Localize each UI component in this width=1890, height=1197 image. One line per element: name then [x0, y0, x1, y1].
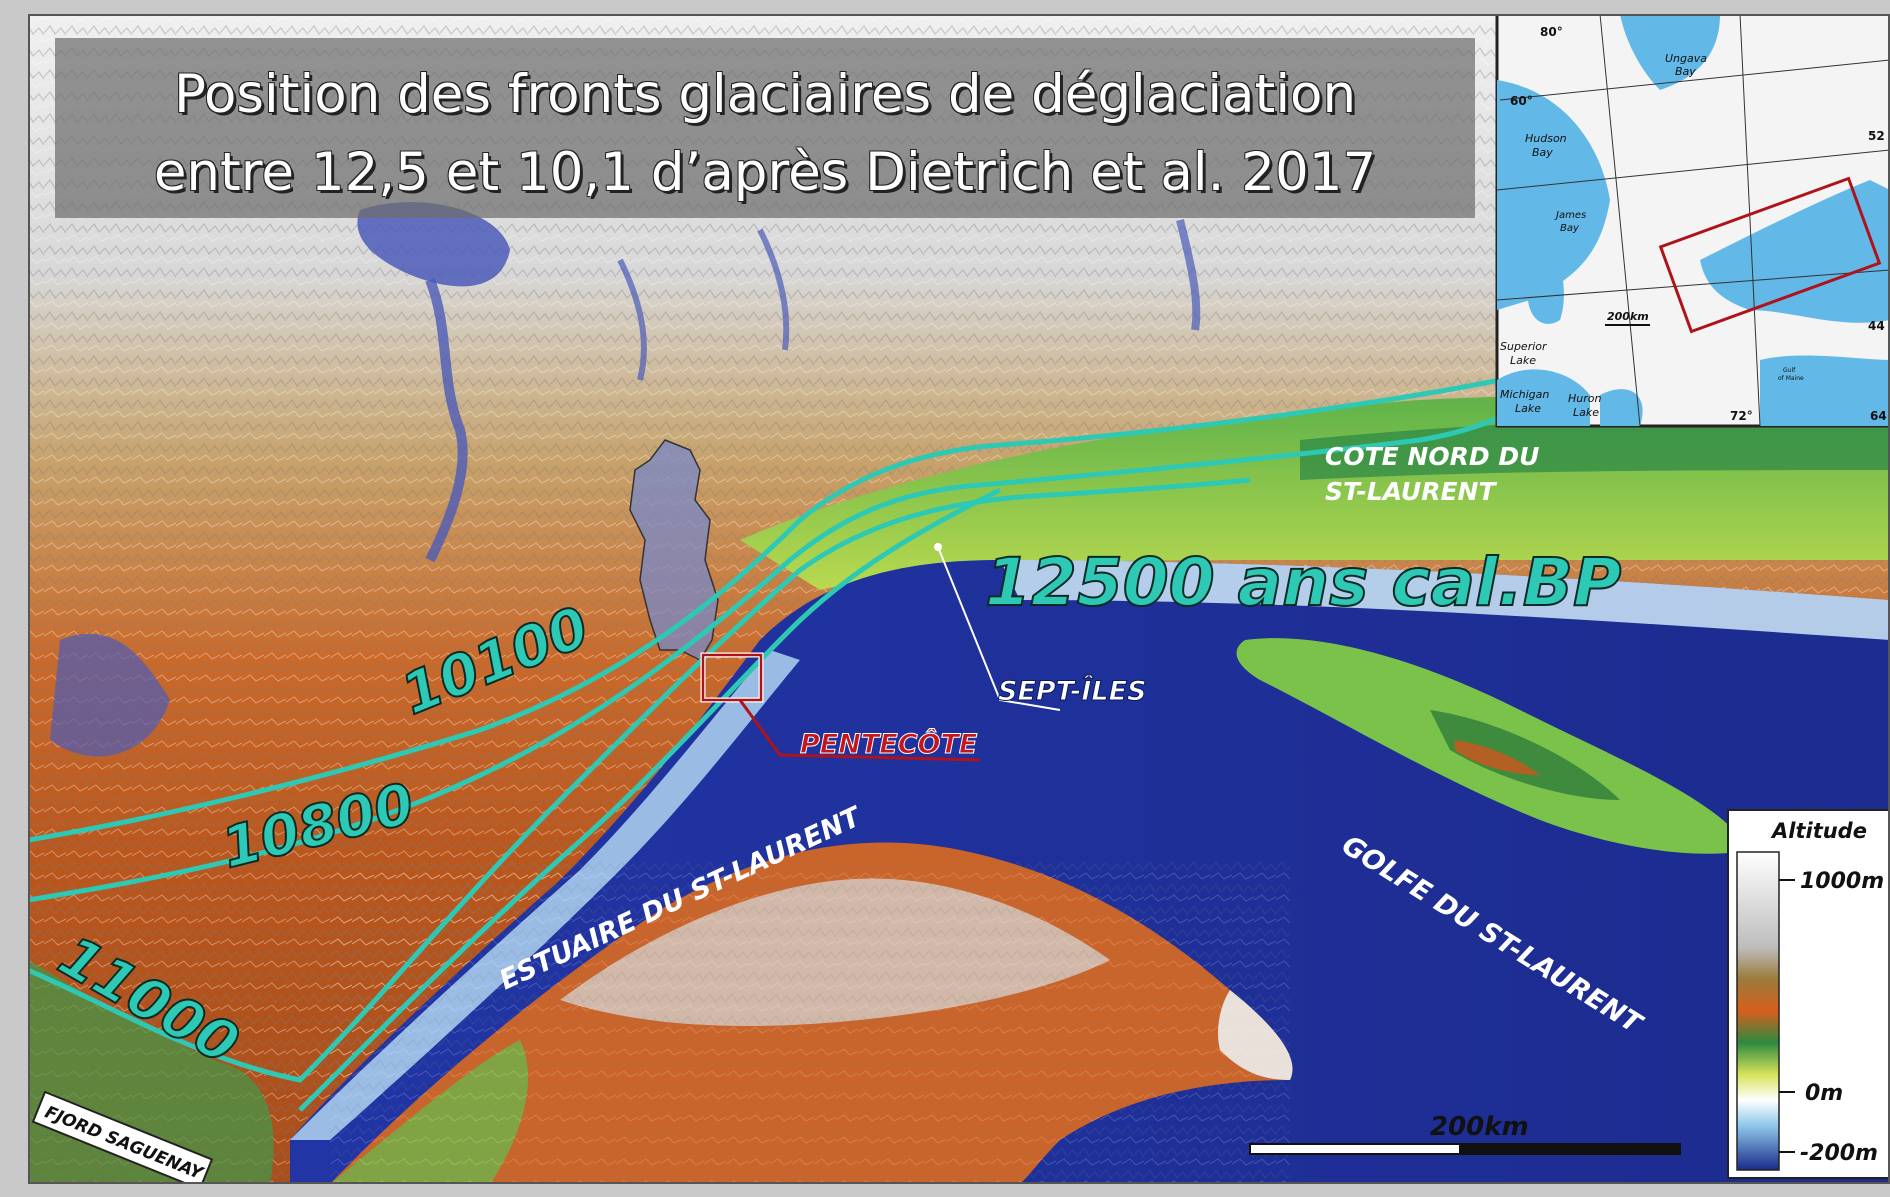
inset-lat44: 44	[1868, 319, 1885, 333]
inset-superior-1: Superior	[1500, 340, 1548, 353]
front-line-11000	[28, 477, 1251, 1083]
inset-huron-1: Huron	[1568, 392, 1601, 405]
title-box: Position des fronts glaciaires de déglac…	[55, 38, 1475, 218]
front-line-10800	[28, 392, 1542, 903]
inset-lon64: 64	[1870, 409, 1887, 423]
altitude-legend: Altitude 1000m 0m -200m	[1727, 809, 1890, 1179]
inset-map: 80° 60° 52 44 72° 64 Ungava Bay Hudson B…	[1495, 14, 1890, 428]
inset-gulf-maine-2: of Maine	[1778, 375, 1804, 382]
inset-hudson-2: Bay	[1532, 146, 1553, 159]
front-label-12500: 12500 ans cal.BP	[985, 544, 1621, 621]
inset-ungava-1: Ungava	[1665, 52, 1707, 65]
pentecote-label: PENTECÔTE	[800, 728, 978, 760]
inset-lat60: 60°	[1510, 94, 1533, 108]
relief-map: SEPT-ÎLES PENTECÔTE 10100 10800 11000 12…	[28, 14, 1890, 1184]
inset-james-2: Bay	[1560, 223, 1580, 234]
inset-lat80: 80°	[1540, 25, 1563, 39]
cote-nord-label-line1: COTE NORD DU	[1325, 442, 1539, 471]
inset-study-area	[1658, 176, 1882, 334]
watershed-polygon	[629, 439, 719, 661]
inset-lat52: 52	[1868, 129, 1885, 143]
sept-iles-label: SEPT-ÎLES	[998, 675, 1146, 707]
map-title-line2: entre 12,5 et 10,1 d’après Dietrich et a…	[153, 142, 1377, 203]
inset-michigan-1: Michigan	[1500, 388, 1549, 401]
sept-iles-leader	[937, 546, 1061, 711]
pentecote-leader	[738, 699, 981, 762]
cote-nord-label-line2: ST-LAURENT	[1325, 477, 1497, 506]
front-line-12500	[298, 487, 1002, 1112]
inset-hudson-1: Hudson	[1525, 132, 1567, 145]
inset-scale-label: 200km	[1607, 310, 1649, 323]
inset-superior-2: Lake	[1510, 354, 1536, 367]
inset-huron-2: Lake	[1573, 406, 1599, 419]
legend-title: Altitude	[1770, 819, 1867, 843]
legend-top: 1000m	[1800, 869, 1884, 894]
inset-james-1: James	[1554, 210, 1586, 221]
legend-mid: 0m	[1805, 1081, 1843, 1106]
legend-bottom: -200m	[1800, 1141, 1878, 1166]
inset-gulf-maine-1: Gulf	[1783, 367, 1796, 374]
scale-bar: 200km	[1249, 1112, 1681, 1155]
map-title-line1: Position des fronts glaciaires de déglac…	[173, 64, 1357, 125]
inset-michigan-2: Lake	[1515, 402, 1541, 415]
scale-bar-label: 200km	[1430, 1112, 1529, 1142]
inset-lon72: 72°	[1730, 409, 1753, 423]
inset-ungava-2: Bay	[1675, 65, 1696, 78]
